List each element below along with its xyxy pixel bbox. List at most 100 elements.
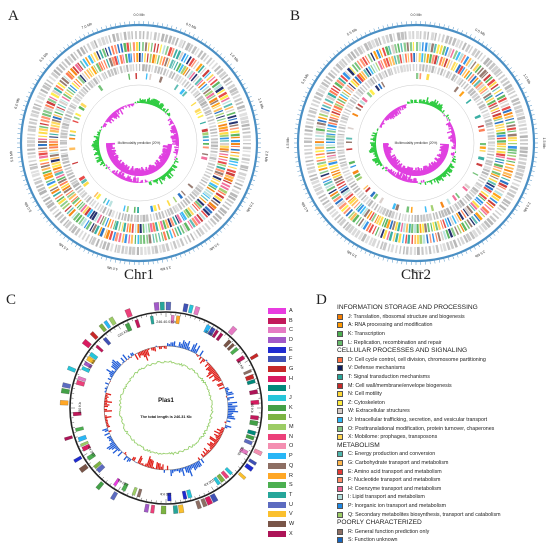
- legend-c-swatch: [268, 356, 286, 362]
- plasmid-tick-label: 180 Kb: [78, 402, 82, 413]
- legend-d-swatch: [337, 400, 343, 406]
- legend-c-label: X: [289, 531, 293, 537]
- legend-d-item: E: Amino acid transport and metabolism: [337, 467, 549, 476]
- legend-c-label: C: [289, 327, 293, 333]
- legend-c-label: W: [289, 521, 294, 527]
- legend-c-swatch: [268, 531, 286, 537]
- legend-d-item: X: Mobilome: prophages, transposons: [337, 433, 549, 442]
- legend-c-label: N: [289, 434, 293, 440]
- legend-d-label: H: Coenzyme transport and metabolism: [348, 486, 441, 492]
- legend-d-item: H: Coenzyme transport and metabolism: [337, 484, 549, 493]
- legend-c-swatch: [268, 308, 286, 314]
- scale-tick-label: 4.5 Mb: [286, 138, 290, 149]
- legend-c-swatch: [268, 318, 286, 324]
- legend-c-label: H: [289, 376, 293, 382]
- legend-c-label: J: [289, 395, 292, 401]
- legend-c-swatch: [268, 453, 286, 459]
- legend-c-item: M: [268, 422, 298, 432]
- legend-c-label: R: [289, 473, 293, 479]
- legend-d-label: L: Replication, recombination and repair: [348, 340, 442, 346]
- legend-c-item: N: [268, 432, 298, 442]
- legend-d-item: A: RNA processing and modification: [337, 321, 549, 330]
- legend-d-swatch: [337, 460, 343, 466]
- plasmid-tick-label: 160 Kb: [87, 445, 96, 457]
- legend-c-item: J: [268, 393, 298, 403]
- legend-c-item: U: [268, 500, 298, 510]
- legend-c-label: T: [289, 492, 292, 498]
- legend-d-item: Q: Secondary metabolites biosynthesis, t…: [337, 510, 549, 519]
- legend-d-label: I: Lipid transport and metabolism: [348, 494, 425, 500]
- scale-tick-label: 0.5 Mb: [185, 22, 197, 30]
- legend-d-swatch: [337, 469, 343, 475]
- legend-c-item: K: [268, 403, 298, 413]
- legend-d-swatch: [337, 477, 343, 483]
- legend-c-item: R: [268, 471, 298, 481]
- legend-c-item: A: [268, 306, 298, 316]
- scale-tick-label: 6.5 Mb: [39, 52, 49, 63]
- scale-tick-label: 1.5 Mb: [542, 138, 546, 149]
- legend-d-label: A: RNA processing and modification: [348, 322, 433, 328]
- legend-c-label: B: [289, 318, 293, 324]
- legend-d-label: M: Cell wall/membrane/envelope biogenesi…: [348, 383, 452, 389]
- legend-d-heading: METABOLISM: [337, 442, 549, 451]
- legend-c-swatch: [268, 482, 286, 488]
- legend-c-item: I: [268, 384, 298, 394]
- legend-d-item: M: Cell wall/membrane/envelope biogenesi…: [337, 381, 549, 390]
- scale-tick-label: 3.0 Mb: [209, 242, 220, 252]
- scale-tick-label: 7.0 Mb: [81, 22, 93, 30]
- scale-tick-label: 2.0 Mb: [264, 151, 269, 162]
- legend-d-swatch: [337, 314, 343, 320]
- scale-tick-label: 5.0 Mb: [301, 73, 310, 85]
- legend-d-label: F: Nucleotide transport and metabolism: [348, 477, 440, 483]
- legend-c-label: U: [289, 502, 293, 508]
- scale-tick-label: 1.5 Mb: [257, 98, 264, 110]
- legend-c-swatch: [268, 405, 286, 411]
- legend-d-swatch: [337, 365, 343, 371]
- legend-c-label: S: [289, 482, 293, 488]
- scale-tick-label: 4.5 Mb: [58, 242, 69, 252]
- scale-tick-label: 4.0 Mb: [301, 201, 310, 213]
- legend-c-item: B: [268, 316, 298, 326]
- center-prediction-label: Multimodality prediction (20%): [118, 141, 161, 145]
- legend-c-swatch: [268, 511, 286, 517]
- legend-c-item: W: [268, 519, 298, 529]
- legend-c-item: X: [268, 529, 298, 539]
- legend-c-swatch: [268, 473, 286, 479]
- legend-c-swatch: [268, 434, 286, 440]
- legend-c-label: O: [289, 443, 293, 449]
- scale-tick-label: 1.0 Mb: [522, 73, 531, 85]
- legend-c-label: A: [289, 308, 293, 314]
- panel-letter-c: C: [6, 292, 16, 309]
- legend-d-swatch: [337, 512, 343, 518]
- legend-c-label: D: [289, 337, 293, 343]
- legend-c-label: Q: [289, 463, 293, 469]
- legend-d-item: U: Intracellular trafficking, secretion,…: [337, 416, 549, 425]
- center-prediction-label: Multimodality prediction (20%): [395, 141, 438, 145]
- chr1-label: Chr1: [109, 267, 169, 284]
- legend-d-item: V: Defense mechanisms: [337, 364, 549, 373]
- plasmid-tick-label: 220 Kb: [117, 329, 129, 338]
- legend-d-swatch: [337, 374, 343, 380]
- legend-d-label: R: General function prediction only: [348, 529, 429, 535]
- legend-d-swatch: [337, 494, 343, 500]
- legend-d-heading: CELLULAR PROCESSES AND SIGNALING: [337, 347, 549, 356]
- legend-d-label: E: Amino acid transport and metabolism: [348, 469, 442, 475]
- legend-d-item: N: Cell motility: [337, 390, 549, 399]
- plasmid-length-label: The total length is 246.31 Kb: [140, 415, 192, 419]
- legend-c-swatch: [268, 502, 286, 508]
- plasmid-tick-label: 60 Kb: [250, 403, 254, 412]
- legend-d-swatch: [337, 408, 343, 414]
- panel-letter-d: D: [316, 292, 327, 309]
- scale-tick-label: 0.5 Mb: [474, 28, 486, 37]
- legend-d-label: J: Translation, ribosomal structure and …: [348, 314, 465, 320]
- plasmid-tick-label: 140 Kb: [117, 478, 129, 487]
- legend-c-item: G: [268, 364, 298, 374]
- legend-c-item: C: [268, 325, 298, 335]
- legend-d-swatch: [337, 426, 343, 432]
- legend-d-swatch: [337, 340, 343, 346]
- legend-d-swatch: [337, 383, 343, 389]
- legend-d-item: J: Translation, ribosomal structure and …: [337, 313, 549, 322]
